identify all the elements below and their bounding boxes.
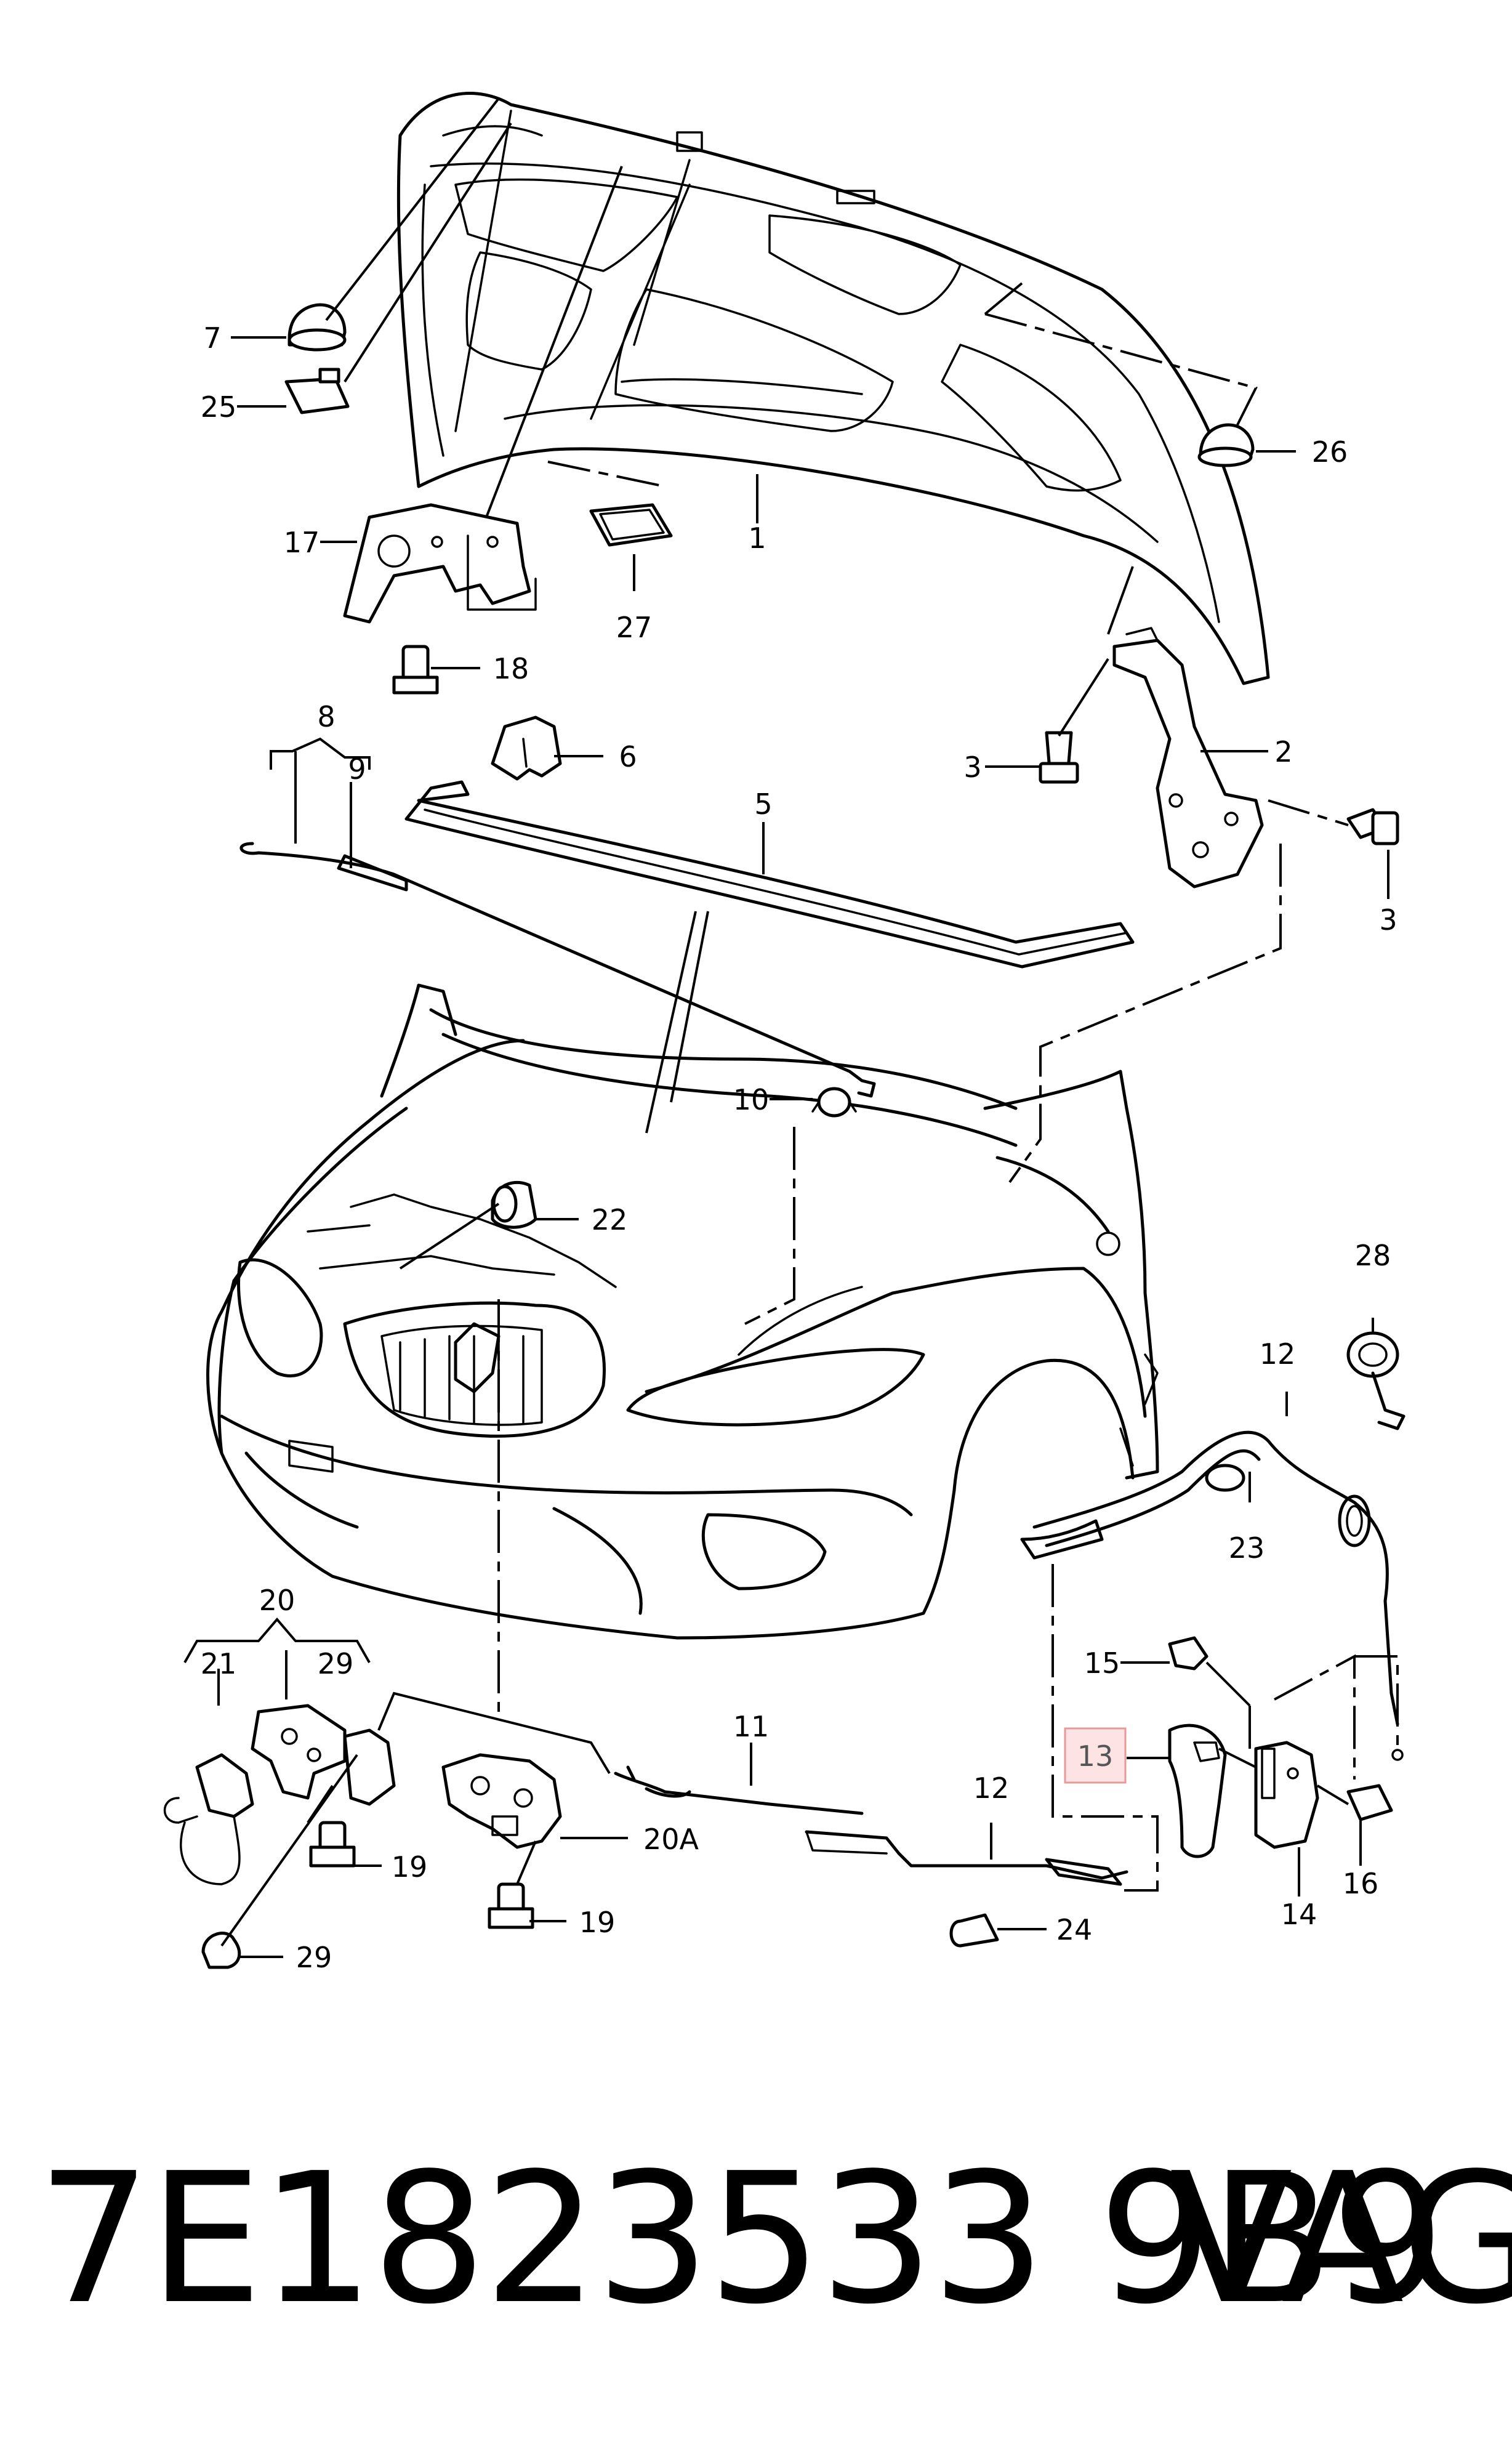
highlight-box-13 [1064, 1727, 1127, 1784]
hinge-2 [1112, 627, 1264, 889]
bracket-14 [1254, 1741, 1319, 1849]
hood-panel [396, 92, 1270, 685]
callout-6: 6 [619, 740, 637, 773]
callout-3-upper: 3 [963, 751, 981, 784]
cable-11 [614, 1765, 864, 1815]
callout-19-left: 19 [392, 1850, 428, 1884]
callout-3-lower: 3 [1379, 903, 1397, 937]
switch-21 [163, 1753, 254, 1885]
callout-10: 10 [733, 1083, 770, 1116]
release-handle-13 [1168, 1723, 1227, 1858]
bolt-15 [1168, 1636, 1208, 1671]
clip-24 [949, 1913, 999, 1948]
callout-8: 8 [317, 700, 335, 733]
callout-13: 13 [1077, 1739, 1114, 1773]
callout-26: 26 [1312, 435, 1348, 469]
callout-27: 27 [616, 611, 653, 644]
hood-lock-17 [343, 503, 537, 624]
callout-18: 18 [493, 652, 529, 685]
lock-20A [441, 1753, 562, 1849]
callout-29-lower: 29 [296, 1941, 332, 1974]
callout-2: 2 [1274, 735, 1292, 768]
callout-28: 28 [1355, 1239, 1391, 1272]
callout-20: 20 [259, 1584, 296, 1617]
callout-17: 17 [284, 526, 320, 559]
clip-25 [284, 368, 350, 414]
bolt-3-upper [1039, 731, 1079, 784]
callout-24: 24 [1056, 1913, 1093, 1946]
callout-7: 7 [203, 321, 221, 355]
callout-19-right: 19 [579, 1906, 616, 1939]
bolt-18 [392, 645, 439, 695]
bolt-19-right [488, 1882, 534, 1929]
callout-25: 25 [201, 390, 237, 424]
callout-12-upper: 12 [1260, 1337, 1296, 1371]
callout-12-lower: 12 [973, 1772, 1010, 1805]
clip-16 [1346, 1784, 1393, 1821]
callout-11: 11 [733, 1710, 770, 1743]
car-front-body [206, 983, 1159, 1640]
bump-stop-7 [288, 303, 347, 352]
cable-12-lower [805, 1830, 1128, 1886]
callout-15: 15 [1084, 1647, 1120, 1680]
seal-27 [589, 503, 673, 547]
callout-5: 5 [754, 788, 772, 821]
cable-12-upper [1020, 1430, 1399, 1726]
part-number-text: 7E1823533 9B9 [37, 2134, 1445, 2344]
grommet-10 [811, 1087, 857, 1118]
callout-1: 1 [748, 522, 766, 555]
button-29 [201, 1932, 241, 1969]
callout-9: 9 [348, 752, 366, 786]
callout-16: 16 [1343, 1867, 1379, 1900]
callout-21: 21 [201, 1647, 237, 1680]
callout-29-upper: 29 [318, 1647, 354, 1680]
callout-14: 14 [1281, 1898, 1317, 1931]
lock-20 [251, 1704, 396, 1806]
prop-rod-8 [239, 842, 876, 1098]
cap-6 [491, 716, 562, 781]
callout-20A: 20A [643, 1823, 699, 1856]
bump-stop-26 [1197, 423, 1255, 467]
bolt-19-left [309, 1821, 356, 1868]
seal-strip-5 [404, 780, 1135, 969]
callout-23: 23 [1229, 1531, 1265, 1565]
grommet-28 [1346, 1331, 1405, 1430]
bolt-3-lower [1346, 808, 1399, 845]
brand-text: VAG [1170, 2134, 1512, 2344]
callout-22: 22 [592, 1203, 628, 1236]
